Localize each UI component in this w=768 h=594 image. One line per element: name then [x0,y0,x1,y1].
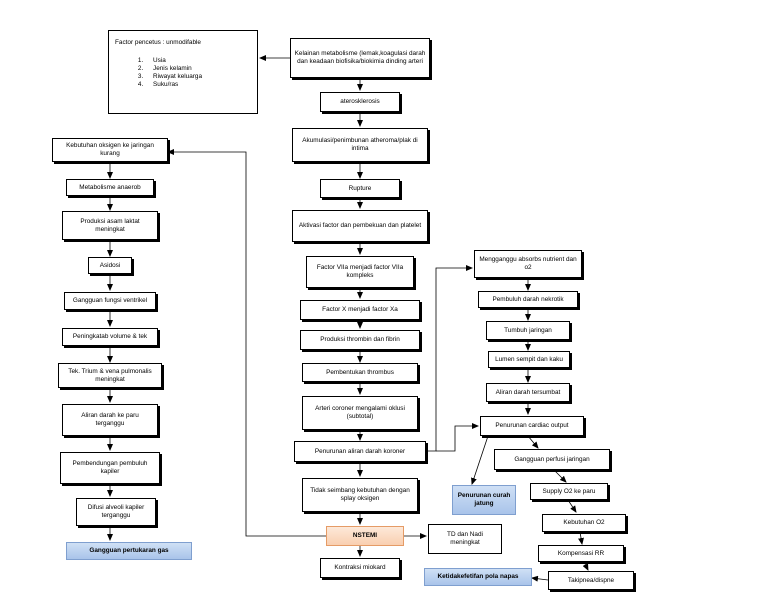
connector [582,561,589,571]
node-tek-atrium: Tek. Trium & vena pulmonalis meningkat [58,363,162,388]
connector [436,423,479,452]
connector [531,575,549,582]
node-peningkatan-volume: Peningkatab volume & tek [62,328,158,346]
node-difusi: Difusi alveoli kapiler terganggu [76,498,156,526]
node-cardiac-output: Penurunan cardiac output [480,416,584,436]
node-asidosi: Asidosi [88,257,132,274]
factor-title: Factor pencetus : unmodifable [115,39,201,46]
node-kompensasi-rr: Kompensasi RR [538,545,624,562]
factor-item: Jenis kelamin [145,65,251,73]
node-aliran-tersumbat: Aliran darah tersumbat [486,383,570,402]
node-kebutuhan-o2: Kebutuhan O2 [542,514,626,532]
connector [578,531,584,545]
node-produksi-thrombin: Produksi thrombin dan fibrin [300,330,420,350]
node-akumulasi: Akumulasi/penimbunan atheroma/plak di in… [292,128,428,162]
connector [471,435,489,485]
node-gangguan-gas: Gangguan pertukaran gas [66,542,192,560]
connector [567,499,577,513]
factor-box: Factor pencetus : unmodifable Usia Jenis… [108,30,258,114]
node-pembendungan: Pembendungan pembuluh kapiler [60,452,160,484]
node-factor-x: Factor X menjadi factor Xa [300,300,420,320]
node-kebutuhan-oksigen: Kebutuhan oksigen ke jaringan kurang [52,138,168,162]
connector [527,435,539,449]
node-td-nadi: TD dan Nadi meningkat [428,524,502,554]
node-penurunan-aliran: Penurunan aliran darah koroner [294,441,426,462]
node-tidak-seimbang: Tidak seimbang kebutuhan dengan splay ok… [302,478,418,512]
factor-item: Riwayat keluarga [145,73,251,81]
node-kontraksi: Kontraksi miokard [320,558,400,578]
node-mengganggu-absorbs: Mengganggu absorbs nutrient dan o2 [474,250,582,278]
node-gangguan-ventrikel: Gangguan fungsi ventrikel [64,292,156,310]
node-arteri-oklusi: Arteri coroner mengalami oklusi (subtota… [302,396,418,430]
node-takipnea: Takipnea/dispne [548,571,634,590]
factor-item: Usia [145,57,251,65]
node-nstemi: NSTEMI [326,526,404,546]
node-supply-o2: Supply O2 ke paru [530,483,608,500]
node-aterosklerosis: aterosklerosis [320,92,400,112]
node-kelainan: Kelainan metabolisme (lemak,koagulasi da… [290,38,430,78]
node-factor-viia: Factor VIIa menjadi factor VIIa kompleks [306,256,414,288]
node-pola-napas: Ketidakefetifan pola napas [424,568,532,586]
factor-list: Usia Jenis kelamin Riwayat keluarga Suku… [115,57,251,89]
node-pembuluh-nekrotik: Pembuluh darah nekrotik [478,291,578,308]
node-pembentukan-thrombus: Pembentukan thrombus [302,363,418,382]
connector [553,469,567,483]
connector [426,265,473,452]
factor-item: Suku/ras [145,81,251,89]
node-rupture: Rupture [320,179,400,198]
node-gangguan-perfusi: Gangguan perfusi jaringan [494,449,610,470]
node-metabolisme-anaerob: Metabolisme anaerob [66,179,154,196]
node-aliran-paru: Aliran darah ke paru terganggu [62,404,158,436]
node-aktivasi: Aktivasi factor dan pembekuan dan platel… [292,210,428,242]
node-curah-jantung: Penurunan curah jatung [452,485,516,515]
node-lumen-sempit: Lumen sempit dan kaku [488,351,570,368]
node-tumbuh-jaringan: Tumbuh jaringan [486,321,570,340]
node-asam-laktat: Produksi asam laktat meningkat [62,211,158,240]
